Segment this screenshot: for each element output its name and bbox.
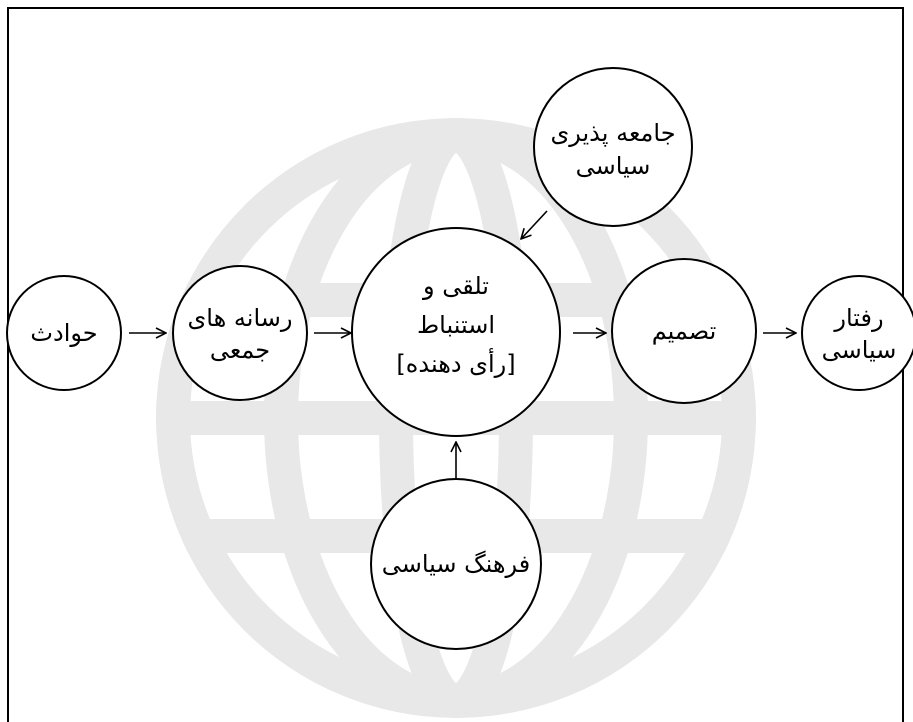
svg-text:تلقی و: تلقی و <box>422 272 489 300</box>
node-events: حوادث <box>6 275 122 391</box>
edges <box>129 210 796 478</box>
svg-text:[رأی دهنده]: [رأی دهنده] <box>396 348 515 378</box>
node-political-culture: فرهنگ سیاسی <box>370 478 542 650</box>
node-political-socialization: جامعه پذیری سیاسی <box>533 67 693 227</box>
svg-text:فرهنگ سیاسی: فرهنگ سیاسی <box>382 550 531 578</box>
svg-text:حوادث: حوادث <box>30 319 97 347</box>
svg-text:جامعه پذیری: جامعه پذیری <box>550 119 675 147</box>
node-decision: تصمیم <box>611 258 757 404</box>
svg-text:جمعی: جمعی <box>210 336 270 364</box>
node-political-behavior: رفتار سیاسی <box>801 275 913 391</box>
svg-text:رفتار: رفتار <box>833 304 883 332</box>
svg-text:استنباط: استنباط <box>417 311 495 339</box>
svg-text:رسانه های: رسانه های <box>188 304 293 332</box>
node-mass-media: رسانه های جمعی <box>172 265 308 401</box>
svg-text:سیاسی: سیاسی <box>822 336 897 364</box>
svg-text:تصمیم: تصمیم <box>652 317 717 345</box>
arrow-socialization-to-reception <box>521 210 548 239</box>
svg-text:سیاسی: سیاسی <box>576 152 651 180</box>
node-reception: تلقی و استنباط [رأی دهنده] <box>351 227 561 437</box>
